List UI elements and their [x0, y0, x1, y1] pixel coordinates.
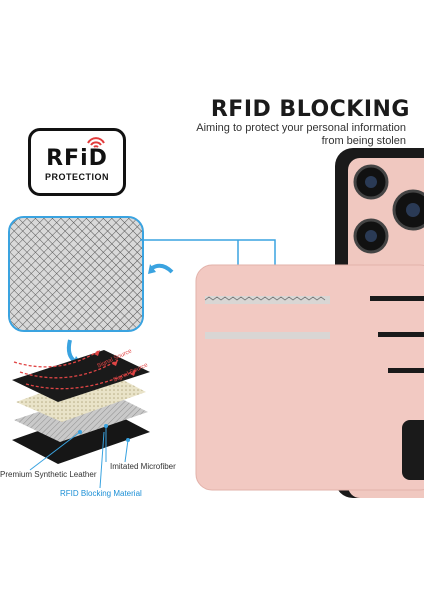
label-microfiber: Imitated Microfiber	[110, 462, 176, 471]
rfid-protection-badge	[28, 128, 126, 196]
page-title: RFID BLOCKING	[210, 97, 410, 122]
wallet-flap	[196, 265, 424, 490]
badge-logo-text: RFiD	[46, 146, 108, 171]
badge-caption: PROTECTION	[44, 172, 109, 182]
rfid-mesh-closeup	[8, 216, 144, 332]
subtitle-line-1: Aiming to protect your personal informat…	[196, 122, 406, 134]
wifi-signal-icon	[87, 137, 105, 148]
card-slot	[205, 332, 330, 339]
magnetic-clasp	[402, 420, 424, 480]
label-rfid-material: RFID Blocking Material	[60, 489, 142, 498]
label-leather: Premium Synthetic Leather	[0, 470, 97, 479]
subtitle-line-2: from being stolen	[321, 135, 406, 147]
card-slot	[205, 296, 330, 304]
